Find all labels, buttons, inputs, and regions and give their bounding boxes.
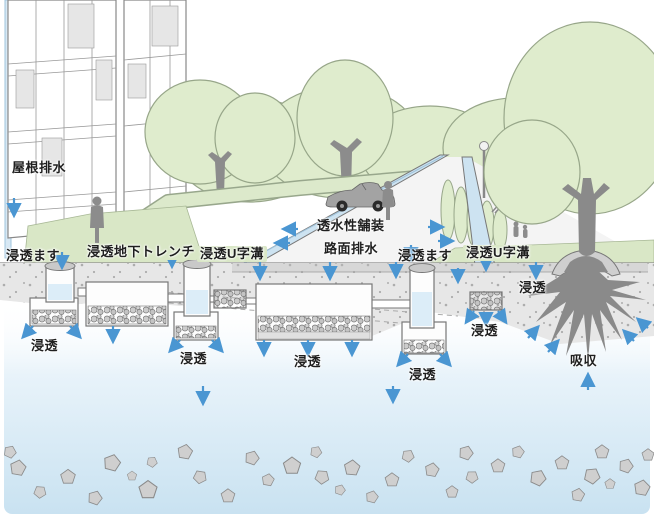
flow-arrow-seep xyxy=(207,336,224,354)
flow-arrow-seep xyxy=(464,307,480,325)
big-tree xyxy=(528,178,646,362)
flow-arrow-seep xyxy=(435,350,452,368)
groundwater-stones xyxy=(4,443,654,506)
label-seep: 浸透 xyxy=(31,338,59,353)
label-infiltration-basin-right: 浸透ます xyxy=(398,248,453,263)
groundwater-zone xyxy=(4,300,650,514)
label-underground-trench: 浸透地下トレンチ xyxy=(84,244,199,261)
underground-trench-structure xyxy=(85,281,169,327)
label-u-gutter-left: 浸透U字溝 xyxy=(197,246,267,263)
flow-arrow-seep xyxy=(492,307,508,325)
person-silhouette xyxy=(90,196,104,243)
flow-arrow-seep xyxy=(21,322,38,340)
flow-arrow-absorb xyxy=(621,328,639,346)
flow-arrow-absorb xyxy=(635,317,653,334)
flow-arrow-seep xyxy=(65,322,82,340)
label-infiltration-basin-left: 浸透ます xyxy=(6,248,61,263)
children-silhouettes xyxy=(513,221,528,238)
flow-arrows xyxy=(6,198,653,407)
label-seep: 浸透 xyxy=(294,354,322,369)
u-gutter-right-cross-section xyxy=(469,291,503,311)
label-seep: 浸透 xyxy=(409,367,437,382)
flow-arrow-absorb xyxy=(523,324,540,342)
label-road-drainage: 路面排水 xyxy=(324,241,379,256)
label-seep: 浸透 xyxy=(471,323,499,338)
big-tree-trunk xyxy=(562,178,610,256)
label-absorption: 吸収 xyxy=(570,353,598,368)
person-silhouette xyxy=(382,181,394,220)
flow-arrow-absorb xyxy=(543,338,560,356)
infiltration-cylinder-2 xyxy=(173,259,219,341)
infiltration-trench-main xyxy=(255,283,373,341)
label-permeable-pavement: 透水性舗装 xyxy=(317,218,385,233)
u-gutter-left-cross-section xyxy=(213,289,247,309)
infiltration-basin-right-structure xyxy=(401,263,447,355)
label-roof-drainage: 屋根排水 xyxy=(12,160,67,175)
label-seep: 浸透 xyxy=(180,351,208,366)
tree-roots xyxy=(528,260,646,362)
flow-arrow-seep xyxy=(168,336,185,354)
flow-arrow-seep xyxy=(396,350,413,368)
tree-trunk xyxy=(330,138,362,192)
tree-trunk xyxy=(208,151,232,196)
label-seep-under-tree: 浸透 xyxy=(519,280,547,295)
label-u-gutter-right: 浸透U字溝 xyxy=(463,245,533,262)
trees xyxy=(144,59,394,196)
window-panels xyxy=(15,3,179,177)
